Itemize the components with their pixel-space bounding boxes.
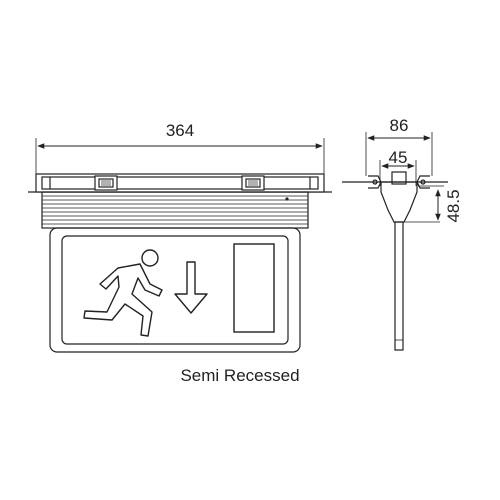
mounting-flange: [28, 173, 332, 193]
front-view: [28, 138, 332, 353]
drawing-caption: Semi Recessed: [180, 366, 300, 385]
front-width-label: 364: [166, 121, 194, 140]
side-inner-width-label: 45: [389, 148, 408, 167]
running-man-icon: [83, 249, 163, 337]
side-width-label: 86: [390, 116, 409, 135]
down-arrow-icon: [174, 261, 208, 314]
ribbed-housing: [41, 191, 309, 229]
mounting-clip-right: [241, 175, 265, 191]
side-body: [380, 171, 440, 223]
side-panel-edge: [394, 221, 404, 351]
side-view: [342, 132, 448, 351]
side-height-dimension: [418, 185, 444, 221]
door-icon: [233, 243, 275, 333]
side-width-dimension: [365, 132, 433, 176]
sign-panel: [49, 227, 301, 353]
mounting-clip-left: [94, 175, 118, 191]
side-height-label: 48.5: [444, 189, 463, 222]
